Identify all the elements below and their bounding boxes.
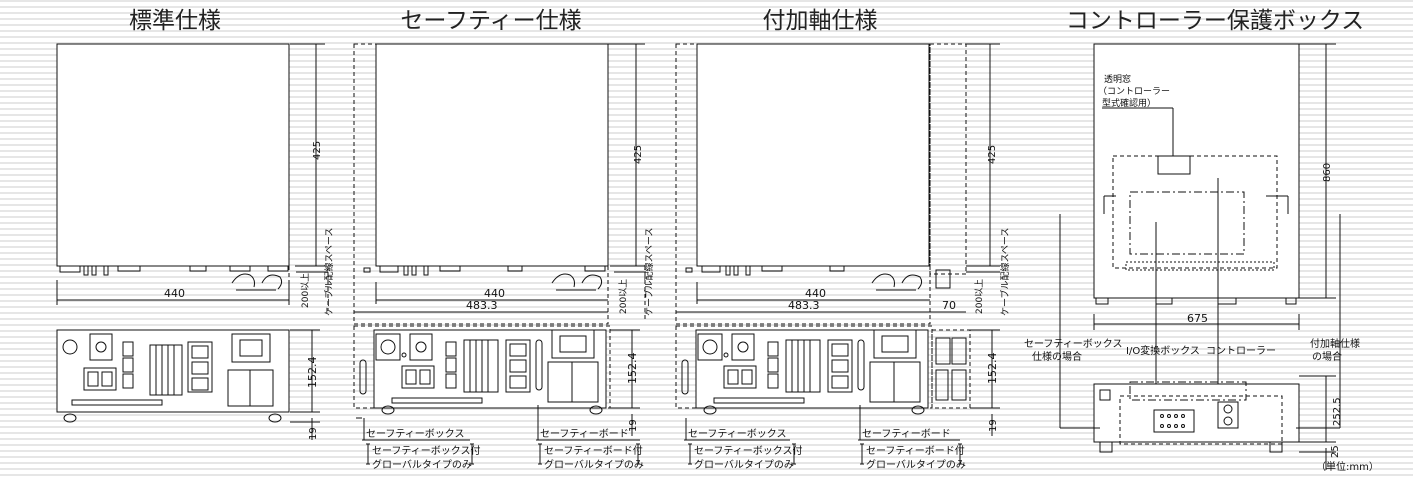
protect-safety-case-2: 仕様の場合: [1032, 350, 1082, 363]
axis-label-box: セーフティーボックス: [688, 428, 787, 440]
safety-total-width-dim: 483.3: [466, 299, 498, 312]
axis-height-dim: 425: [987, 145, 998, 164]
axis-total-width-dim: 483.3: [788, 299, 820, 312]
unit-label: （単位:mm）: [1316, 460, 1379, 473]
axis-extra-width-dim: 70: [942, 299, 956, 312]
title-standard: 標準仕様: [129, 8, 221, 34]
protect-side-dim: 252.5: [1332, 397, 1343, 426]
protect-foot-dim: 25: [1330, 445, 1341, 458]
safety-side-view: [353, 325, 640, 465]
protect-window-label-1: 透明窓: [1104, 73, 1131, 85]
safety-cable-space: ケーブル配線スペース: [643, 228, 655, 316]
standard-top-view: [56, 43, 329, 310]
protect-front-view: [1059, 43, 1341, 428]
standard-width-dim: 440: [164, 287, 185, 300]
axis-note-box-1: セーフティーボックス付: [694, 444, 803, 457]
standard-cable-space: ケーブル配線スペース: [323, 228, 335, 316]
safety-cable-clearance: 200以上: [618, 279, 629, 314]
safety-label-board: セーフティーボード: [540, 428, 629, 440]
axis-cable-space: ケーブル配線スペース: [999, 228, 1011, 316]
axis-note-board-1: セーフティーボード付: [866, 444, 965, 457]
safety-note-board-2: グローバルタイプのみ: [544, 458, 644, 471]
protect-safety-case-1: セーフティーボックス: [1024, 338, 1123, 350]
protect-side-view: [1060, 375, 1340, 470]
protect-window-label-2: （コントローラー: [1098, 86, 1170, 97]
protect-io-label: I/O変換ボックス: [1126, 344, 1200, 357]
axis-note-box-2: グローバルタイプのみ: [694, 458, 794, 471]
safety-height-dim: 425: [633, 145, 644, 164]
axis-note-board-2: グローバルタイプのみ: [866, 458, 966, 471]
axis-cable-clearance: 200以上: [974, 279, 985, 314]
axis-label-board: セーフティーボード: [862, 428, 951, 440]
safety-note-box-1: セーフティーボックス付: [372, 444, 481, 457]
protect-width-dim: 675: [1187, 312, 1208, 325]
standard-side-view: [56, 329, 320, 440]
axis-side-view: [675, 325, 1000, 465]
protect-controller-label: コントローラー: [1206, 345, 1276, 357]
axis-top-view: [675, 43, 1000, 325]
standard-cable-clearance: 200以上: [300, 273, 311, 308]
axis-side-height: 152.4: [986, 353, 999, 385]
title-protect: コントローラー保護ボックス: [1065, 8, 1365, 34]
safety-width-dim: 440: [484, 287, 505, 300]
protect-axis-case-1: 付加軸仕様: [1310, 337, 1360, 350]
protect-window-label-3: 型式確認用）: [1102, 97, 1156, 109]
safety-side-height: 152.4: [626, 353, 639, 385]
protect-axis-case-2: の場合: [1312, 350, 1342, 363]
safety-top-view: [353, 43, 646, 325]
standard-height-dim: 425: [312, 141, 323, 160]
axis-width-dim: 440: [805, 287, 826, 300]
safety-foot-height: 19: [628, 419, 639, 432]
safety-label-box: セーフティーボックス: [366, 428, 465, 440]
protect-height-dim: 860: [1322, 163, 1333, 182]
safety-note-box-2: グローバルタイプのみ: [372, 458, 472, 471]
title-axis: 付加軸仕様: [762, 8, 878, 34]
standard-side-height: 152.4: [306, 357, 319, 389]
axis-foot-height: 19: [988, 419, 999, 432]
title-safety: セーフティー仕様: [400, 8, 582, 34]
safety-note-board-1: セーフティーボード付: [544, 444, 643, 457]
standard-foot-height: 19: [308, 427, 319, 440]
